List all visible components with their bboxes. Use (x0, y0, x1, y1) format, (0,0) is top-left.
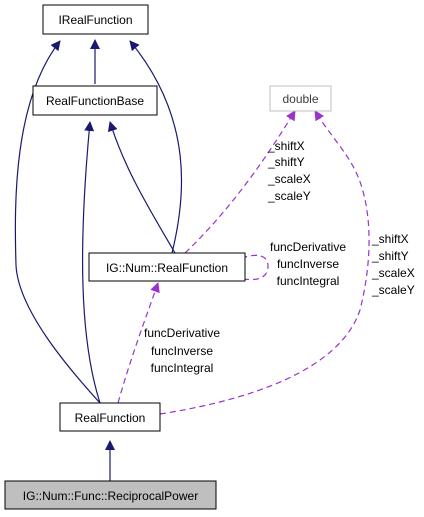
node-label: RealFunctionBase (46, 94, 144, 108)
edge-label-line: funcInverse (277, 257, 339, 271)
node-reciprocalpower[interactable]: IG::Num::Func::ReciprocalPower (4, 480, 217, 510)
node-realfunction[interactable]: RealFunction (59, 402, 161, 432)
edge-ignumrealfunction-to-realfunction (117, 282, 160, 404)
node-realfunctionbase[interactable]: RealFunctionBase (32, 85, 158, 116)
edge-label-line: _scaleX (267, 172, 311, 186)
edge-label-double-to-ignumrealfunction: _shiftX _shiftY _scaleX _scaleY (267, 139, 311, 203)
node-double[interactable]: double (269, 85, 332, 112)
node-label: IG::Num::Func::ReciprocalPower (23, 489, 198, 503)
node-label: IRealFunction (58, 13, 132, 27)
edge-ignumrealfunction-to-realfunctionbase (107, 121, 176, 254)
edge-label-line: _scaleX (371, 266, 415, 280)
edge-label-line: _shiftY (267, 155, 305, 169)
edge-label-line: _shiftX (371, 232, 409, 246)
edge-label-self-loop: funcDerivative funcInverse funcIntegral (270, 240, 346, 288)
edge-ignumrealfunction-to-irealfunction (129, 40, 183, 254)
edge-label-line: funcIntegral (277, 274, 340, 288)
edge-realfunction-to-irealfunction (14, 40, 101, 404)
edge-label-line: _shiftX (267, 139, 305, 153)
edge-label-line: _scaleY (267, 189, 311, 203)
node-label: IG::Num::RealFunction (106, 261, 228, 275)
node-ig-num-realfunction[interactable]: IG::Num::RealFunction (88, 252, 246, 282)
edge-label-ignumrealfunction-to-realfunction: funcDerivative funcInverse funcIntegral (144, 326, 220, 375)
edge-label-double-to-realfunction: _shiftX _shiftY _scaleX _scaleY (371, 232, 415, 297)
edge-double-to-ignumrealfunction (184, 110, 296, 254)
edge-label-line: funcDerivative (270, 240, 346, 254)
node-irealfunction[interactable]: IRealFunction (42, 4, 149, 35)
edge-label-line: funcDerivative (144, 326, 220, 340)
edge-label-line: funcIntegral (151, 361, 214, 375)
edge-realfunction-to-realfunctionbase (81, 121, 101, 404)
node-label: RealFunction (75, 411, 146, 425)
node-label: double (282, 92, 318, 106)
edge-label-line: _shiftY (371, 249, 409, 263)
edge-label-line: _scaleY (371, 283, 415, 297)
edge-double-to-realfunction (159, 110, 370, 415)
edge-label-line: funcInverse (151, 344, 213, 358)
